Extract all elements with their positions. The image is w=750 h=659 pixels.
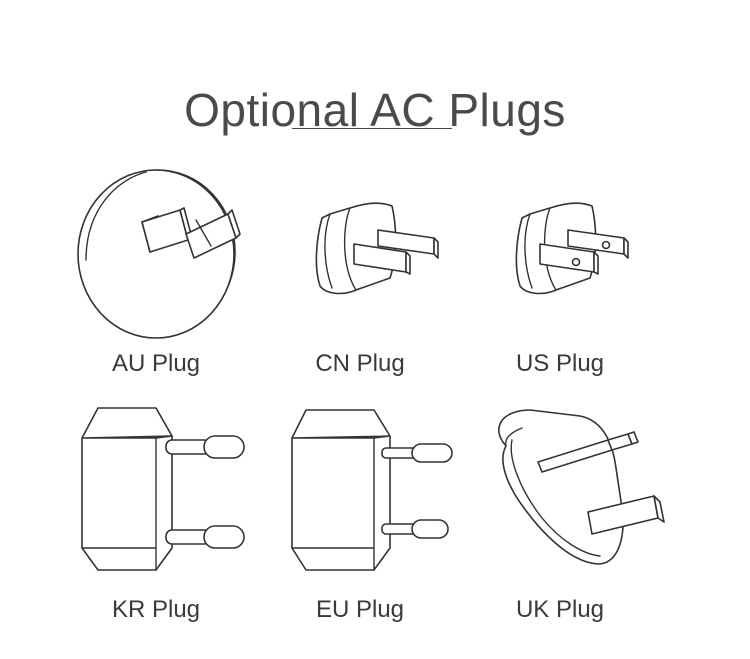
plug-label-cn: CN Plug — [315, 350, 405, 377]
plug-label-au: AU Plug — [111, 350, 201, 377]
plug-card-eu: EU Plug — [250, 398, 470, 638]
plug-card-uk: UK Plug — [450, 398, 670, 638]
cn-plug-icon — [315, 202, 439, 295]
plug-card-au: AU Plug — [46, 150, 266, 390]
plug-card-cn: CN Plug — [250, 150, 470, 390]
eu-plug-icon — [291, 409, 453, 571]
plug-label-kr: KR Plug — [111, 596, 201, 623]
plug-label-eu: EU Plug — [315, 596, 405, 623]
plug-label-us: US Plug — [515, 350, 605, 377]
plug-label-uk: UK Plug — [515, 596, 605, 623]
us-plug-icon — [515, 202, 629, 295]
plug-card-kr: KR Plug — [46, 398, 266, 638]
title-divider — [292, 128, 452, 129]
page-title: Optional AC Plugs — [184, 83, 566, 136]
kr-plug-icon — [81, 407, 245, 571]
plug-card-us: US Plug — [450, 150, 670, 390]
uk-plug-icon — [498, 409, 665, 565]
au-plug-icon — [77, 169, 241, 339]
